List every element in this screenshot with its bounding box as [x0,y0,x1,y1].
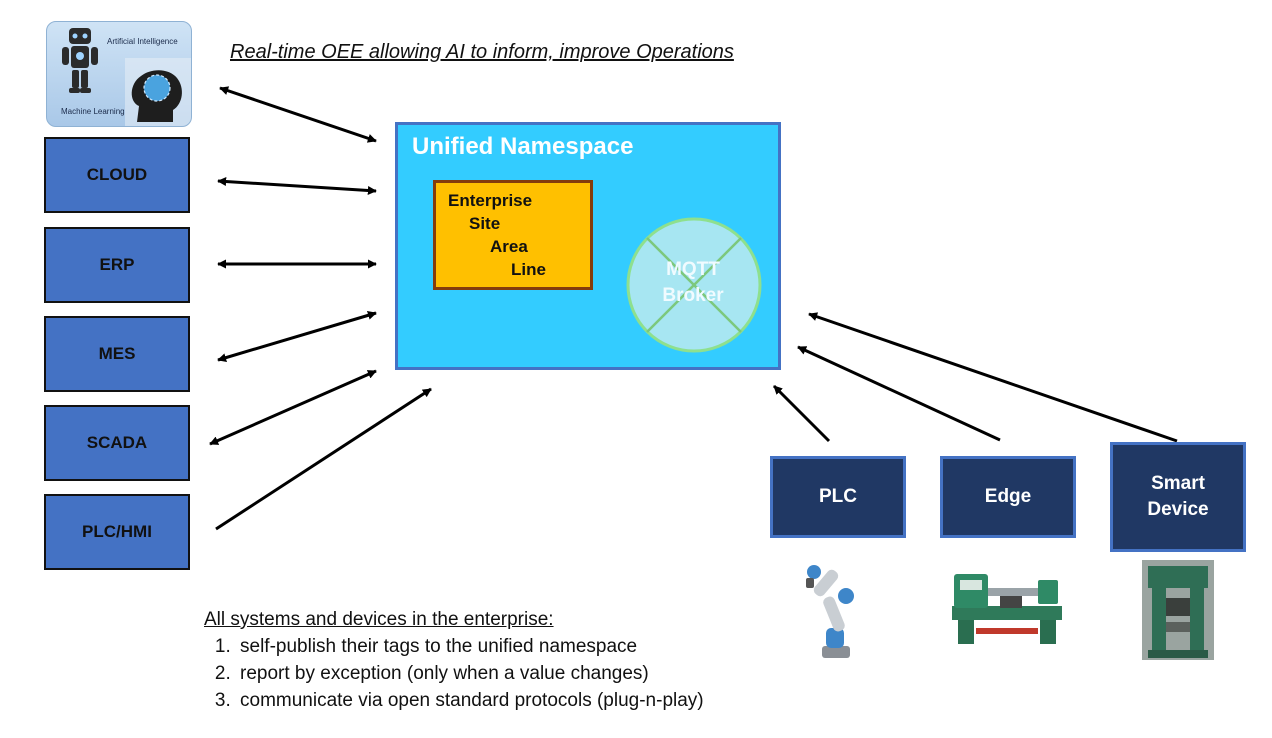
ai-label: Artificial Intelligence [107,37,178,46]
robot-icon [62,28,98,93]
hierarchy-line: Line [511,260,546,279]
hierarchy-site: Site [469,214,501,233]
ai-illustration [62,28,191,126]
lathe-machine-image [952,574,1062,644]
footnote-item: communicate via open standard protocols … [236,687,704,714]
ml-label: Machine Learning [61,107,125,116]
system-box-cloud: CLOUD [44,137,190,213]
device-smart-line2: Device [1147,499,1209,520]
ai-ml-panel: Artificial Intelligence Machine Learning [46,21,192,127]
device-box-plc: PLC [770,456,906,538]
footnote: All systems and devices in the enterpris… [204,606,704,714]
device-box-smart-device: Smart Device [1110,442,1246,552]
broker-line1: MQTT [666,259,720,280]
arrow-edge-uns [797,345,1001,442]
footnote-item: report by exception (only when a value c… [236,660,704,687]
press-machine-image [1142,560,1214,660]
footnote-title: All systems and devices in the enterpris… [204,609,554,630]
headline: Real-time OEE allowing AI to inform, imp… [230,41,734,63]
arrow-scada-uns [209,369,377,446]
uns-title: Unified Namespace [412,133,634,160]
hierarchy-area: Area [490,237,528,256]
hierarchy-enterprise: Enterprise [448,191,533,210]
system-box-mes: MES [44,316,190,392]
brain-head-icon [125,58,191,126]
device-plc-label: PLC [819,486,857,507]
arrow-plc-uns [772,384,831,443]
arrow-plchmi-uns [215,387,432,531]
system-box-erp: ERP [44,227,190,303]
device-smart-line1: Smart [1151,473,1205,494]
unified-namespace-box: Unified Namespace Enterprise Site Area L… [395,122,781,370]
footnote-list: self-publish their tags to the unified n… [204,633,704,714]
mqtt-broker-icon [626,217,762,353]
device-edge-label: Edge [984,486,1032,507]
hierarchy-box: Enterprise Site Area Line [433,180,593,290]
arrow-cloud-uns [217,177,377,195]
robot-arm-image [806,565,854,658]
system-box-scada: SCADA [44,405,190,481]
broker-line2: Broker [662,285,724,306]
arrow-mes-uns [217,310,377,363]
arrow-smartdevice-uns [808,312,1178,443]
footnote-item: self-publish their tags to the unified n… [236,633,704,660]
system-box-plc-hmi: PLC/HMI [44,494,190,570]
mqtt-broker-label: MQTT Broker [626,257,760,309]
arrow-ai-uns [219,86,377,143]
device-box-edge: Edge [940,456,1076,538]
